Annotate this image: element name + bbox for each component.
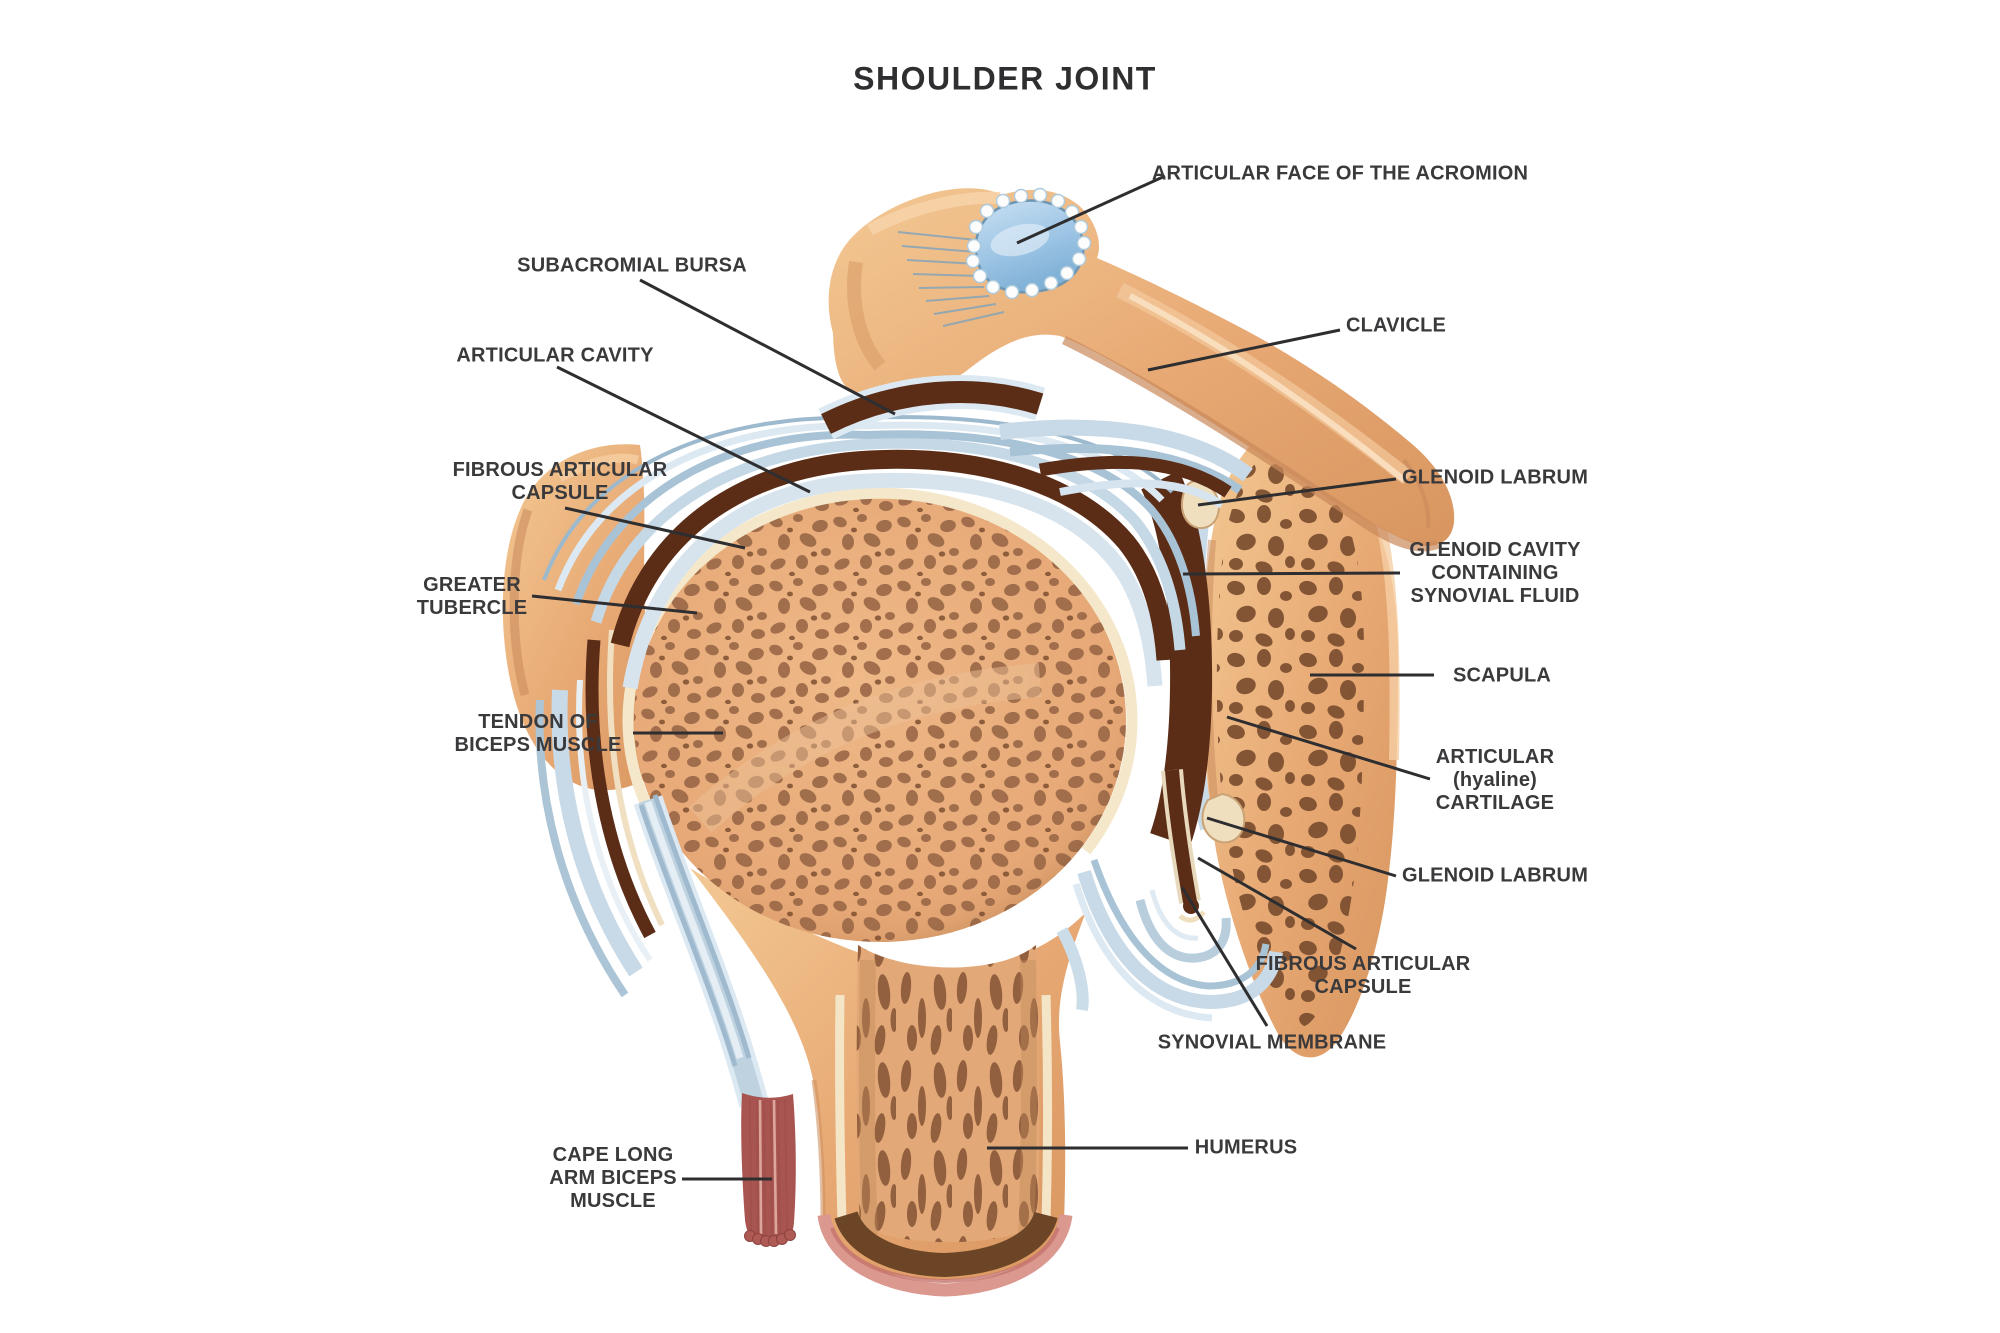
subacromial-bursa-shape: [818, 375, 1046, 440]
leader-articular-cavity: [556, 365, 811, 494]
leader-greater-tubercle: [531, 594, 698, 615]
label-greater-tubercle: GREATER TUBERCLE: [416, 573, 528, 619]
leader-glenoid-cavity: [1182, 571, 1401, 576]
synovial-membrane-fold: [1165, 769, 1197, 904]
label-articular-hyaline-cartilage: ARTICULAR (hyaline) CARTILAGE: [1435, 746, 1555, 815]
label-glenoid-labrum-upper: GLENOID LABRUM: [1401, 466, 1589, 489]
leader-synovial-membrane: [1180, 886, 1269, 1027]
label-glenoid-cavity: GLENOID CAVITY CONTAINING SYNOVIAL FLUID: [1409, 539, 1581, 608]
label-scapula: SCAPULA: [1452, 664, 1552, 687]
glenoid-labrum-lower-shape: [1201, 792, 1246, 844]
biceps-muscle: [741, 1093, 796, 1247]
leader-subacromial-bursa: [639, 278, 896, 416]
leader-fibrous-articular-capsule-left: [564, 506, 746, 550]
diagram-title: SHOULDER JOINT: [853, 60, 1157, 97]
leader-articular-face-of-the-acromion: [1016, 174, 1166, 245]
humeral-head: [622, 487, 1138, 942]
leader-fibrous-articular-capsule-right: [1197, 856, 1357, 951]
leader-lines: [531, 174, 1434, 1181]
scapula-shape: [1202, 425, 1400, 1058]
label-clavicle: CLAVICLE: [1345, 314, 1447, 337]
label-glenoid-labrum-lower: GLENOID LABRUM: [1401, 864, 1589, 887]
label-articular-cavity: ARTICULAR CAVITY: [456, 344, 654, 367]
label-tendon-of-biceps-muscle: TENDON OF BICEPS MUSCLE: [454, 710, 622, 756]
leader-glenoid-labrum-upper: [1197, 477, 1397, 507]
label-humerus: HUMERUS: [1194, 1136, 1298, 1159]
label-cape-long-arm-biceps-muscle: CAPE LONG ARM BICEPS MUSCLE: [549, 1144, 677, 1213]
facet-bead-border: [965, 187, 1092, 300]
articular-capsule-dome: [542, 415, 1253, 690]
humerus-shaft: [690, 868, 1086, 1297]
label-fibrous-articular-capsule-left: FIBROUS ARTICULAR CAPSULE: [452, 458, 668, 504]
hyaline-cartilage-layer: [622, 472, 1163, 690]
leader-articular-hyaline-cartilage: [1226, 715, 1431, 781]
leader-glenoid-labrum-lower: [1206, 816, 1397, 878]
tendon-of-biceps: [535, 629, 796, 1247]
acromion-facet: [897, 187, 1092, 327]
leader-clavicle: [1147, 328, 1341, 372]
label-articular-face-of-the-acromion: ARTICULAR FACE OF THE ACROMION: [1151, 162, 1529, 185]
greater-tubercle-shape: [502, 444, 678, 791]
label-synovial-membrane: SYNOVIAL MEMBRANE: [1157, 1031, 1387, 1054]
articular-cavity-space: [610, 449, 1176, 661]
label-fibrous-articular-capsule-right: FIBROUS ARTICULAR CAPSULE: [1255, 952, 1471, 998]
label-subacromial-bursa: SUBACROMIAL BURSA: [517, 254, 747, 277]
synovial-fold-region: [1056, 769, 1283, 1022]
